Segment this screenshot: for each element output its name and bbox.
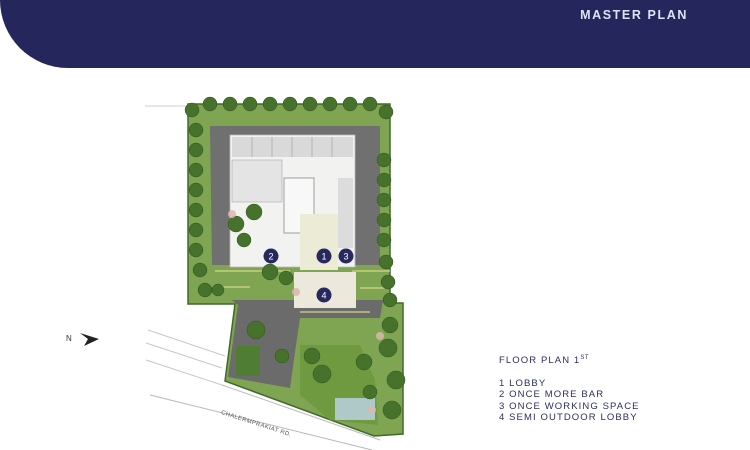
flowering-trees <box>228 210 384 414</box>
header-banner: MASTER PLAN <box>0 0 750 68</box>
legend-heading-text: FLOOR PLAN 1 <box>499 355 581 367</box>
marker-label: 2 <box>268 252 273 262</box>
floor-plan-legend: FLOOR PLAN 1ST 1 LOBBY 2 ONCE MORE BAR 3… <box>499 353 640 424</box>
marker-2[interactable]: 2 <box>263 248 279 264</box>
legend-heading: FLOOR PLAN 1ST <box>499 353 640 367</box>
side-garden <box>236 346 260 376</box>
marker-3[interactable]: 3 <box>338 248 354 264</box>
marker-label: 1 <box>321 252 326 262</box>
legend-item: 4 SEMI OUTDOOR LOBBY <box>499 412 638 424</box>
marker-label: 3 <box>343 252 348 262</box>
north-arrow-icon <box>80 333 99 346</box>
legend-item: 1 LOBBY <box>499 377 547 389</box>
north-label: N <box>66 334 72 343</box>
marker-label: 4 <box>321 291 326 301</box>
marker-4[interactable]: 4 <box>316 287 332 303</box>
legend-item: 3 ONCE WORKING SPACE <box>499 400 640 412</box>
page-title: MASTER PLAN <box>580 8 688 22</box>
legend-heading-superscript: ST <box>580 355 589 361</box>
tree-canopy <box>184 96 406 420</box>
marker-1[interactable]: 1 <box>316 248 332 264</box>
pond <box>335 398 375 420</box>
legend-item: 2 ONCE MORE BAR <box>499 389 605 401</box>
driveway <box>228 300 383 388</box>
building-footprint <box>229 134 356 270</box>
